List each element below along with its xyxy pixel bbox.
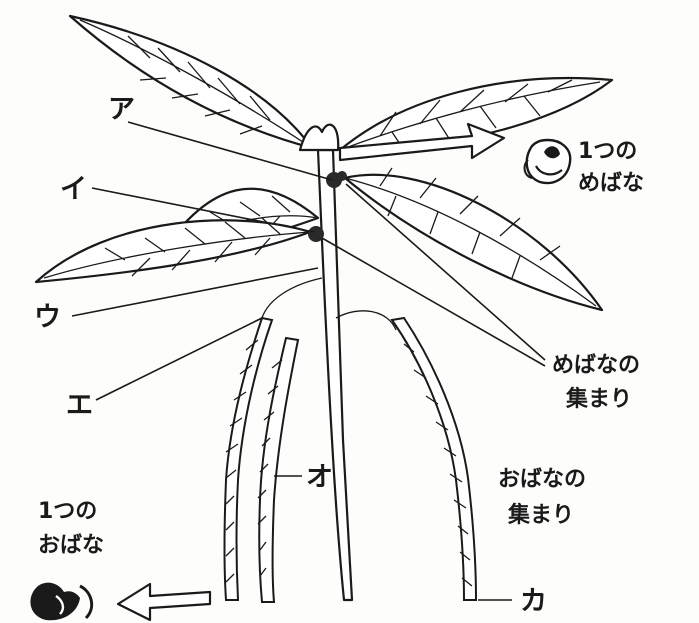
female-cluster-label-line1: めばなの: [552, 353, 640, 378]
leaf-top-left: [70, 16, 312, 148]
female-flower-icon: [525, 140, 571, 183]
female-cluster-lower: [308, 226, 324, 242]
male-cluster-label-line1: おばなの: [498, 467, 586, 492]
label-o: オ: [306, 462, 333, 493]
male-cluster-label-line2: 集まり: [507, 502, 574, 528]
male-flower-icon: [30, 583, 91, 621]
leader-e: [96, 318, 262, 400]
male-flower-label-line1: 1つの: [38, 499, 97, 524]
female-flower-label-line1: 1つの: [578, 139, 637, 164]
catkin-stalk-right: [336, 311, 396, 330]
leader-lines: [72, 122, 545, 600]
main-stem: [318, 150, 352, 600]
leaf-mid-left-lower: [36, 218, 310, 282]
male-catkin-2: [258, 338, 298, 602]
female-flower-label-line2: めばな: [578, 171, 644, 196]
label-i: イ: [60, 174, 87, 205]
label-u: ウ: [34, 302, 61, 333]
label-ka: カ: [520, 586, 547, 617]
label-e: エ: [66, 390, 93, 421]
label-a: ア: [108, 94, 135, 125]
arrow-left-icon: [118, 584, 210, 620]
male-flower-label-line2: おばな: [38, 533, 104, 558]
top-bud: [300, 125, 338, 150]
female-cluster-label-line2: 集まり: [565, 386, 632, 412]
male-catkin-3: [392, 318, 476, 600]
leaf-mid-right: [345, 168, 602, 310]
catkin-stalk-left: [262, 278, 322, 318]
